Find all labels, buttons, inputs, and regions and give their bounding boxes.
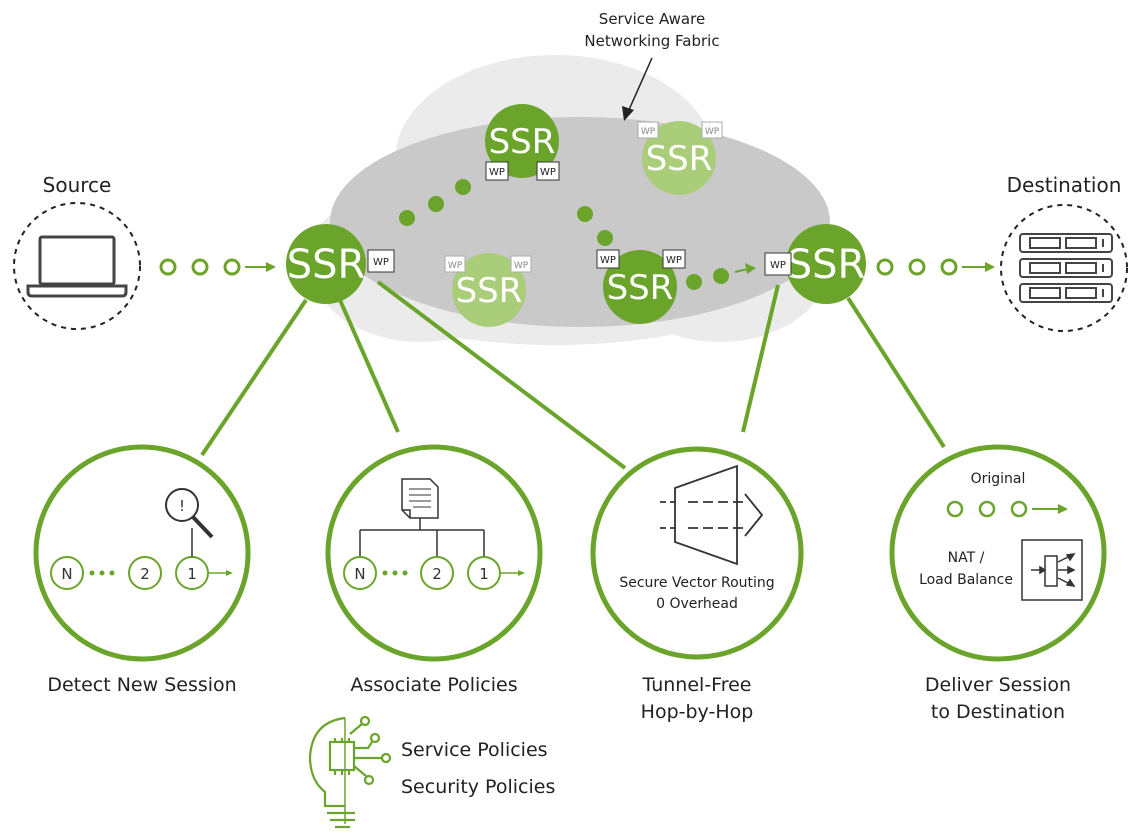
- router-middle: SSR WP WP: [596, 249, 686, 324]
- deliver-session-circle: [889, 444, 1107, 662]
- router-label: SSR: [489, 122, 556, 162]
- router-label: SSR: [287, 242, 366, 288]
- source-circle: [13, 202, 141, 330]
- faded-router-bottom: SSR WP WP: [444, 253, 532, 327]
- nat-label-line1: NAT /: [948, 550, 985, 566]
- source-label: Source: [43, 173, 112, 197]
- destination-flow: [876, 258, 995, 276]
- deliver-title-line2: to Destination: [931, 701, 1065, 723]
- detect-session-title: Detect New Session: [47, 674, 236, 696]
- router-ingress: SSR WP: [286, 224, 395, 304]
- connector-lines: [200, 280, 946, 470]
- alert-mark: !: [179, 497, 185, 515]
- tunnel-free-title-line2: Hop-by-Hop: [641, 701, 754, 723]
- associate-policies-icon: N 2 1: [343, 478, 525, 590]
- associate-policies-title: Associate Policies: [350, 674, 517, 696]
- networking-fabric-cloud: [305, 55, 830, 345]
- queue-1: 1: [187, 565, 197, 583]
- service-policies-label: Service Policies: [401, 739, 548, 761]
- destination-circle: [1000, 204, 1128, 332]
- faded-router-top: SSR WP WP: [637, 121, 723, 195]
- router-label: SSR: [646, 139, 713, 179]
- queue-2: 2: [432, 565, 442, 583]
- waypoint-label: WP: [600, 255, 616, 266]
- security-policies-label: Security Policies: [401, 776, 555, 798]
- waypoint-label: WP: [666, 255, 682, 266]
- waypoint-label: WP: [770, 260, 786, 271]
- laptop-icon: [26, 235, 128, 298]
- original-flow: [946, 500, 1068, 518]
- detect-session-circle: [33, 444, 251, 662]
- waypoint-label: WP: [514, 261, 529, 271]
- waypoint-label: WP: [540, 167, 556, 178]
- callout-arrow: [622, 57, 653, 121]
- waypoint-label: WP: [705, 127, 720, 137]
- path-dots: [399, 179, 756, 290]
- lightbulb-icon: [308, 715, 392, 829]
- queue-2: 2: [140, 565, 150, 583]
- router-label: SSR: [607, 268, 674, 308]
- router-label: SSR: [787, 242, 866, 288]
- source-flow: [159, 258, 276, 276]
- tunnel-caption-line2: 0 Overhead: [656, 596, 738, 612]
- fabric-label-line1: Service Aware: [599, 10, 705, 28]
- load-balancer-icon: [1021, 539, 1083, 601]
- queue-n: N: [354, 565, 365, 583]
- router-top: SSR WP WP: [485, 104, 560, 181]
- queue-n: N: [61, 565, 72, 583]
- magnifier-icon: [165, 488, 199, 522]
- fabric-label-line2: Networking Fabric: [584, 32, 719, 50]
- tunnel-free-title-line1: Tunnel-Free: [642, 674, 752, 696]
- waypoint-label: WP: [373, 257, 389, 268]
- deliver-title-line1: Deliver Session: [925, 674, 1071, 696]
- router-egress: SSR WP: [764, 224, 866, 304]
- waypoint-label: WP: [448, 261, 463, 271]
- original-label: Original: [971, 471, 1026, 487]
- router-label: SSR: [456, 271, 523, 311]
- tunnel-caption-line1: Secure Vector Routing: [619, 575, 774, 591]
- waypoint-label: WP: [641, 127, 656, 137]
- queue-1: 1: [479, 565, 489, 583]
- nat-label-line2: Load Balance: [919, 572, 1013, 588]
- waypoint-label: WP: [489, 167, 505, 178]
- vector-routing-icon: [660, 464, 764, 566]
- destination-label: Destination: [1007, 173, 1122, 197]
- associate-policies-circle: [325, 444, 543, 662]
- tunnel-free-circle: [590, 446, 804, 660]
- server-rack-icon: [1019, 233, 1113, 303]
- detect-session-icon: N 2 1 !: [50, 488, 233, 590]
